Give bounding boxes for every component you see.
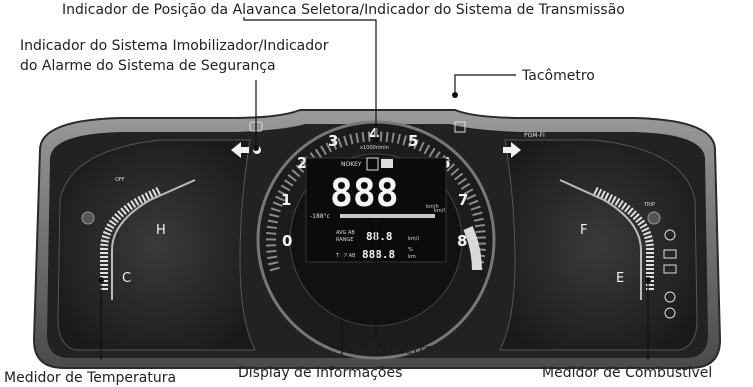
callout-leaders bbox=[100, 17, 649, 360]
avg-label: AVG AB bbox=[336, 230, 355, 236]
avg-unit: km/l bbox=[408, 236, 419, 242]
tach-tick-7: 7 bbox=[458, 191, 468, 209]
leader-dot-transmission bbox=[373, 137, 379, 143]
tach-tick-3: 3 bbox=[328, 132, 338, 150]
leader-dot-immobilizer bbox=[253, 145, 259, 151]
leader-dot-info-display bbox=[339, 252, 345, 258]
tpms-indicator-icon bbox=[663, 264, 677, 274]
fuel-gauge-scale bbox=[592, 186, 654, 290]
callout-immobilizer-line2: do Alarme do Sistema de Segurança bbox=[20, 58, 276, 74]
callout-transmission: Indicador de Posição da Alavanca Seletor… bbox=[62, 2, 625, 18]
tach-tick-1: 1 bbox=[281, 191, 291, 209]
shift-position-box bbox=[366, 157, 379, 171]
percent-sign: % bbox=[408, 247, 413, 253]
off-label: OFF bbox=[115, 177, 125, 183]
left-turn-arrow-icon bbox=[231, 142, 249, 158]
temp-hot-label: H bbox=[156, 223, 166, 238]
tach-tick-8: 8 bbox=[457, 232, 467, 250]
trip-digits: 888.8 bbox=[362, 248, 395, 261]
mode-indicator-box bbox=[381, 159, 393, 168]
avg-digits: 88.8 bbox=[366, 230, 393, 243]
leader-dot-temperature bbox=[98, 277, 104, 283]
fuel-needle-track bbox=[559, 179, 642, 300]
callout-tachometer: Tacômetro bbox=[521, 68, 595, 84]
temperature-needle-track bbox=[111, 179, 196, 300]
tach-unit-label: x1000r/min bbox=[360, 145, 389, 151]
left-knob bbox=[81, 211, 95, 225]
right-turn-arrow-icon bbox=[503, 142, 521, 158]
trip-unit: km bbox=[408, 254, 416, 260]
brake-hold-indicator-icon bbox=[663, 249, 677, 259]
fuel-empty-label: E bbox=[616, 271, 624, 286]
abs-indicator-icon bbox=[664, 291, 676, 303]
brake-indicator-icon bbox=[664, 307, 676, 319]
temperature-gauge-scale bbox=[100, 186, 162, 290]
fuel-full-label: F bbox=[580, 223, 587, 238]
callout-info-display: Display de Informações bbox=[238, 365, 402, 381]
tach-tick-0: 0 bbox=[282, 232, 292, 250]
trip-knob-label: TRIP bbox=[643, 202, 655, 208]
range-label: RANGE bbox=[336, 237, 353, 243]
outside-temp-readout: -188°c bbox=[310, 213, 330, 220]
tach-tick-2: 2 bbox=[297, 154, 307, 172]
trip-label: TRIP AB bbox=[335, 253, 356, 259]
temp-cold-label: C bbox=[122, 271, 131, 286]
leader-dot-tachometer bbox=[452, 92, 458, 98]
callout-temperature: Medidor de Temperatura bbox=[4, 370, 176, 386]
speed-unit: km/h bbox=[426, 204, 439, 210]
leader-dot-fuel bbox=[645, 277, 651, 283]
nokey-indicator: NOKEY bbox=[341, 161, 362, 168]
seatbelt-indicator-icon bbox=[454, 121, 466, 133]
pgm-fi-indicator: PGM-FI bbox=[524, 132, 545, 139]
right-gauge-pod bbox=[499, 139, 698, 351]
tach-tick-5: 5 bbox=[408, 132, 418, 150]
fuel-economy-bar bbox=[340, 214, 435, 218]
callout-immobilizer-line1: Indicador do Sistema Imobilizador/Indica… bbox=[20, 38, 329, 54]
vsa-indicator-icon bbox=[664, 229, 676, 241]
economy-unit: km/l bbox=[434, 208, 445, 214]
right-knob bbox=[647, 211, 661, 225]
speedometer-digits: 888 bbox=[330, 171, 399, 215]
callout-speedometer: Velocímetro bbox=[350, 342, 433, 358]
left-gauge-pod bbox=[57, 139, 256, 351]
tach-tick-4: 4 bbox=[369, 125, 379, 143]
leader-dot-speedometer bbox=[373, 219, 379, 225]
tachometer-redzone bbox=[463, 225, 482, 271]
callout-fuel: Medidor de Combustível bbox=[542, 365, 712, 381]
